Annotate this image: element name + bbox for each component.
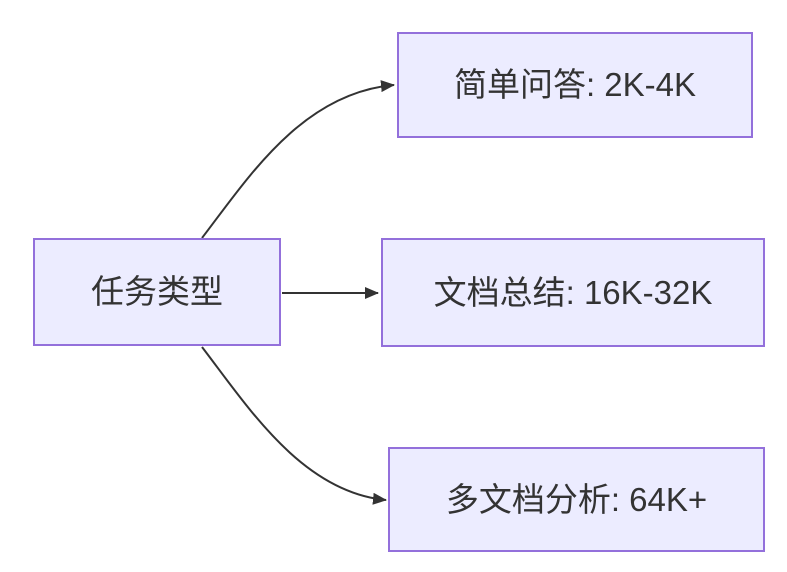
- node-simple-qa-label: 简单问答: 2K-4K: [453, 66, 697, 104]
- edge-task-to-multi-doc: [201, 346, 387, 505]
- node-doc-summary: 文档总结: 16K-32K: [381, 238, 765, 347]
- node-task-type-label: 任务类型: [91, 273, 223, 311]
- node-task-type: 任务类型: [33, 238, 281, 346]
- node-multi-doc-analysis-label: 多文档分析: 64K+: [445, 480, 708, 518]
- node-multi-doc-analysis: 多文档分析: 64K+: [388, 447, 765, 552]
- node-simple-qa: 简单问答: 2K-4K: [397, 32, 753, 138]
- edge-task-to-simple-qa: [201, 80, 395, 239]
- node-doc-summary-label: 文档总结: 16K-32K: [433, 273, 713, 311]
